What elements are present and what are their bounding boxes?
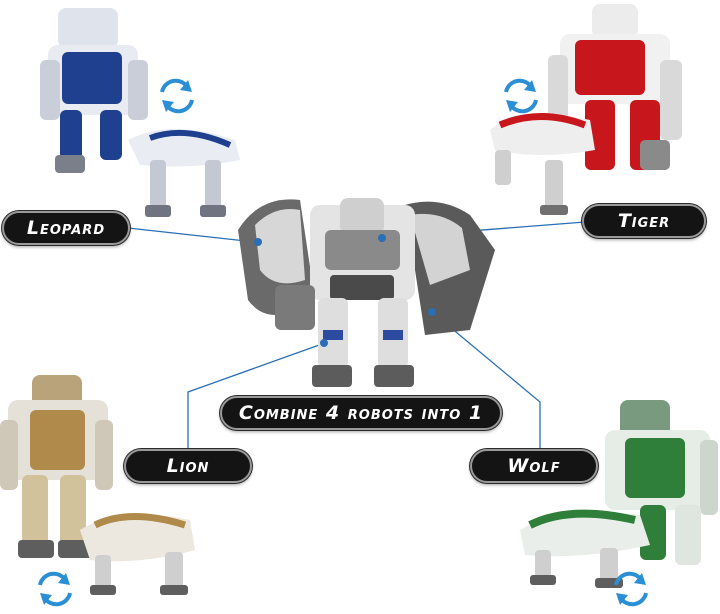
label-lion: Lion	[124, 449, 252, 483]
label-tiger: Tiger	[582, 204, 706, 238]
rotate-arrows-icon	[504, 78, 538, 114]
combined-robot-image	[238, 198, 495, 387]
connector-leopard	[127, 227, 256, 243]
label-wolf: Wolf	[470, 449, 598, 483]
label-leopard: Leopard	[2, 211, 130, 245]
rotate-arrows-icon	[614, 571, 648, 607]
tiger-robot-image	[490, 4, 682, 215]
leopard-robot-image	[40, 8, 240, 217]
rotate-arrows-icon	[160, 78, 194, 114]
label-combine: Combine 4 robots into 1	[220, 396, 502, 430]
wolf-robot-image	[520, 400, 718, 588]
connector-wolf	[431, 311, 541, 455]
lion-robot-image	[0, 375, 195, 595]
rotate-arrows-icon	[38, 571, 72, 607]
connector-lion	[187, 343, 323, 455]
